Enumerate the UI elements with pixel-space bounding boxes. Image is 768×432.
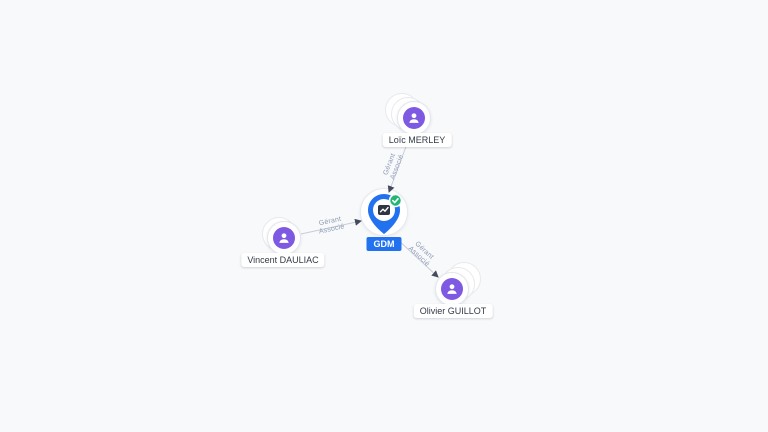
node-label-olivier-guillot[interactable]: Olivier GUILLOT: [413, 304, 493, 318]
node-label-loic-merley[interactable]: Loïc MERLEY: [382, 133, 452, 147]
person-node-circle: [435, 272, 469, 306]
edge-gdm-to-olivier: [395, 237, 439, 278]
person-avatar-icon: [441, 278, 463, 300]
edge-vincent-to-gdm: [300, 218, 362, 235]
node-label-gdm[interactable]: GDM: [366, 237, 402, 251]
node-person-olivier-guillot[interactable]: [435, 262, 481, 306]
person-avatar-icon: [403, 107, 425, 129]
node-label-vincent-dauliac[interactable]: Vincent DAULIAC: [241, 253, 325, 267]
node-company-gdm[interactable]: [365, 192, 403, 236]
person-node-circle: [397, 101, 431, 135]
node-person-loic-merley[interactable]: [385, 93, 431, 135]
verified-check-icon: [388, 193, 403, 208]
person-avatar-icon: [273, 227, 295, 249]
person-node-circle: [267, 221, 301, 255]
node-person-vincent-dauliac[interactable]: [262, 217, 301, 255]
